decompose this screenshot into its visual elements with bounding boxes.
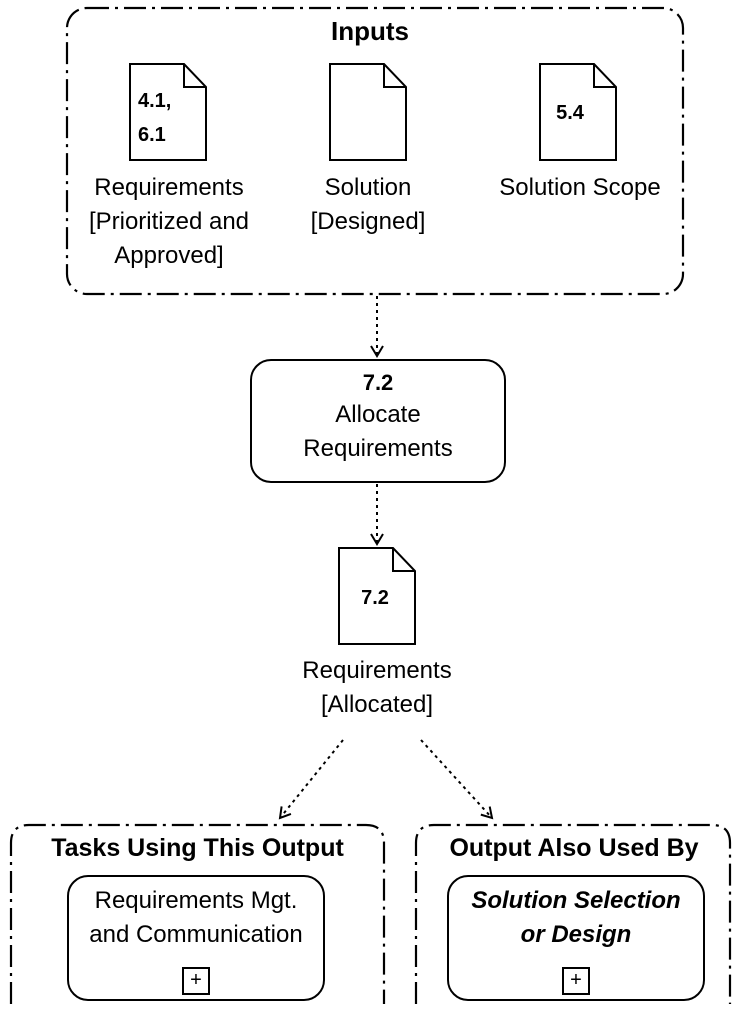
input-2-label: Solution [Designed] xyxy=(310,174,426,235)
input-3-label: Solution Scope xyxy=(499,174,661,201)
inputs-group-frame xyxy=(65,6,685,296)
output-document-icon xyxy=(338,547,416,645)
output-ref: 7.2 xyxy=(361,587,389,609)
tasks-using-item-box xyxy=(67,875,325,1001)
inputs-title: Inputs xyxy=(331,16,409,46)
also-used-by-expand-box[interactable] xyxy=(562,967,590,995)
arrow-output-to-tasks-using xyxy=(278,739,344,820)
also-used-by-title: Output Also Used By xyxy=(449,834,699,862)
input-1-ref: 4.1, 6.1 xyxy=(138,90,172,146)
tasks-using-item-label[interactable]: Requirements Mgt. and Communication xyxy=(89,887,303,948)
also-used-by-expand-icon[interactable]: + xyxy=(570,969,582,991)
input-document-icon-1 xyxy=(129,63,207,161)
task-box xyxy=(250,359,506,483)
arrow-output-to-also-used-by xyxy=(420,739,494,820)
tasks-using-expand-icon[interactable]: + xyxy=(190,969,202,991)
also-used-by-item-label[interactable]: Solution Selection or Design xyxy=(471,887,681,948)
output-label: Requirements [Allocated] xyxy=(302,657,452,718)
input-3-ref: 5.4 xyxy=(556,102,584,124)
tasks-using-title: Tasks Using This Output xyxy=(51,834,344,862)
input-1-label: Requirements [Prioritized and Approved] xyxy=(88,174,250,269)
tasks-using-group-frame xyxy=(9,823,386,1004)
also-used-by-group-frame xyxy=(414,823,732,1004)
also-used-by-item-box xyxy=(447,875,705,1001)
tasks-using-expand-box[interactable] xyxy=(182,967,210,995)
input-document-icon-3 xyxy=(539,63,617,161)
task-name: Allocate Requirements xyxy=(303,401,453,462)
task-number: 7.2 xyxy=(362,370,394,395)
input-document-icon-2 xyxy=(329,63,407,161)
